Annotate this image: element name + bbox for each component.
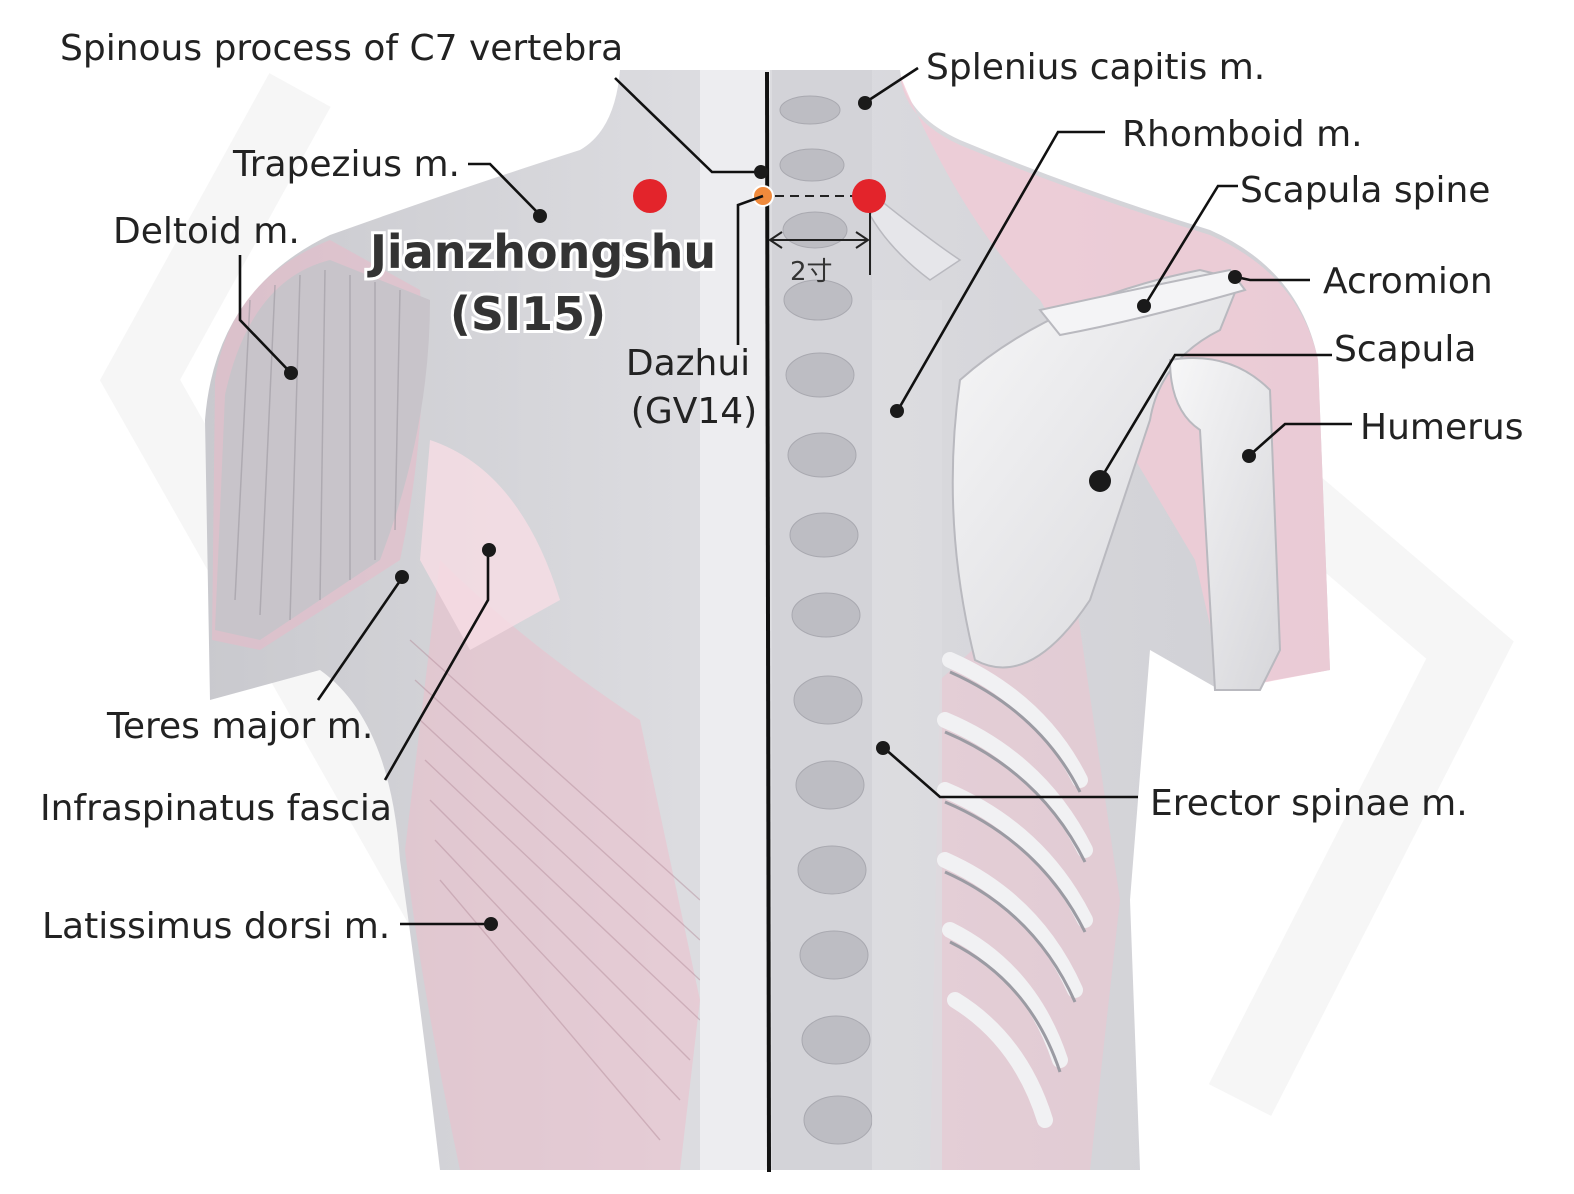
- deltoid-shape: [215, 260, 430, 640]
- scapula-bone: [869, 198, 1282, 691]
- label-dazhui-code: (GV14): [631, 391, 757, 432]
- leader-lines: [238, 66, 1352, 931]
- label-latissimus: Latissimus dorsi m.: [42, 906, 390, 947]
- label-acromion: Acromion: [1323, 261, 1493, 302]
- label-teres-major: Teres major m.: [106, 706, 373, 747]
- ribs-shadow: [944, 670, 1087, 1073]
- label-trapezius: Trapezius m.: [232, 144, 460, 185]
- label-scapula-spine: Scapula spine: [1240, 170, 1490, 211]
- label-deltoid: Deltoid m.: [113, 211, 300, 252]
- label-rhomboid: Rhomboid m.: [1122, 114, 1363, 155]
- label-humerus: Humerus: [1360, 407, 1523, 448]
- measurement-marker: [768, 195, 871, 275]
- ribs: [937, 652, 1093, 1128]
- latissimus-fibres: [409, 639, 701, 1141]
- measurement-label: 2寸: [790, 257, 833, 287]
- label-splenius: Splenius capitis m.: [926, 47, 1265, 88]
- posterior-midline: [765, 71, 771, 1173]
- spine: [700, 70, 942, 1170]
- label-erector-spinae: Erector spinae m.: [1150, 783, 1468, 824]
- acupoint-code: (SI15): [450, 287, 606, 341]
- jianzhongshu-point-left[interactable]: [633, 179, 667, 213]
- label-spinous-process: Spinous process of C7 vertebra: [60, 28, 623, 69]
- jianzhongshu-point-right[interactable]: [852, 179, 886, 213]
- label-infraspinatus: Infraspinatus fascia: [40, 788, 392, 829]
- label-dazhui: Dazhui: [626, 343, 750, 384]
- acupoint-title: Jianzhongshu: [367, 225, 716, 279]
- label-scapula: Scapula: [1334, 329, 1476, 370]
